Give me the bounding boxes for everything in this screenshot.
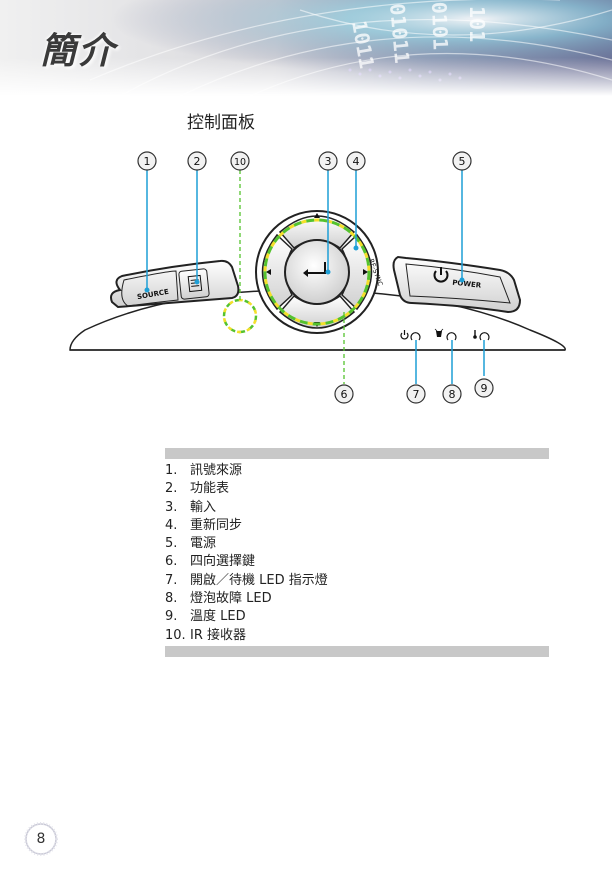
- thermometer-icon: [473, 330, 477, 339]
- callout-badge-8: 8: [442, 384, 462, 404]
- control-panel-diagram: SOURCE RE-SYNC: [69, 151, 566, 404]
- callout-number: 2: [194, 155, 201, 168]
- legend-number: 1.: [165, 463, 178, 478]
- power-standby-led: [400, 330, 421, 341]
- legend-number: 4.: [165, 517, 178, 533]
- up-arrow-icon: [314, 213, 320, 218]
- callout-number: 6: [341, 388, 348, 401]
- callout-badge-7: 7: [406, 384, 426, 404]
- legend-item: 9. 溫度 LED: [165, 608, 328, 626]
- legend-item: 3. 輸入: [165, 499, 328, 517]
- legend-text: 電源: [190, 536, 217, 552]
- legend-item: 10.IR 接收器: [165, 627, 328, 645]
- legend-item: 1. 訊號來源: [165, 462, 328, 480]
- callout-badge-2: 2: [187, 151, 207, 171]
- callout-badge-10: 10: [230, 151, 250, 171]
- callout-number: 10: [234, 157, 246, 168]
- legend-text: 訊號來源: [190, 463, 243, 478]
- legend-number: 5.: [165, 536, 178, 552]
- callout-lines: [146, 170, 485, 384]
- callout-badge-1: 1: [137, 151, 157, 171]
- callout-number: 7: [413, 388, 420, 401]
- legend-text: 功能表: [190, 481, 230, 497]
- callout-dashed-lines: [239, 170, 345, 384]
- callout-number: 4: [353, 155, 360, 168]
- banner-graphic: 1011 01011 0101 101: [0, 0, 612, 96]
- legend-text: 溫度 LED: [190, 609, 246, 625]
- legend-text: 四向選擇鍵: [190, 554, 256, 570]
- legend-text: 開啟／待機 LED 指示燈: [190, 572, 328, 588]
- page-number-badge: 8: [24, 822, 58, 856]
- legend-text: 燈泡故障 LED: [190, 591, 272, 607]
- legend-number: 9.: [165, 609, 178, 625]
- callout-number: 3: [325, 155, 332, 168]
- callout-badges: 1 2 10 3 4 5 6 7: [137, 151, 494, 404]
- legend-item: 7. 開啟／待機 LED 指示燈: [165, 572, 328, 590]
- legend-item: 8. 燈泡故障 LED: [165, 590, 328, 608]
- menu-button[interactable]: [178, 268, 210, 300]
- lamp-icon: [434, 328, 444, 337]
- lamp-led: [434, 328, 457, 341]
- callout-badge-5: 5: [452, 151, 472, 171]
- callout-number: 5: [459, 155, 466, 168]
- callout-number: 1: [144, 155, 151, 168]
- legend-item: 4. 重新同步: [165, 517, 328, 535]
- enter-icon: [303, 262, 326, 277]
- power-icon: [433, 267, 449, 283]
- legend-item: 2. 功能表: [165, 480, 328, 498]
- legend-item: 5. 電源: [165, 535, 328, 553]
- legend-number: 7.: [165, 572, 178, 588]
- legend-text: 輸入: [190, 499, 217, 515]
- legend-item: 6. 四向選擇鍵: [165, 553, 328, 571]
- callout-badge-9: 9: [474, 378, 494, 398]
- callout-badge-6: 6: [334, 384, 354, 404]
- callout-badge-3: 3: [318, 151, 338, 171]
- callout-badge-4: 4: [346, 151, 366, 171]
- temperature-led: [473, 330, 490, 341]
- legend-number: 10.: [165, 627, 186, 643]
- callout-number: 8: [449, 388, 456, 401]
- legend-number: 2.: [165, 481, 178, 497]
- page-number-circle: [24, 822, 58, 856]
- legend-text: IR 接收器: [190, 627, 246, 643]
- four-direction-keypad: RE-SYNC: [255, 210, 385, 334]
- left-arrow-icon: [266, 269, 271, 275]
- legend-number: 8.: [165, 591, 178, 607]
- page-number: 8: [36, 831, 46, 847]
- callout-number: 9: [481, 382, 488, 395]
- legend-number: 6.: [165, 554, 178, 570]
- right-arrow-icon: [363, 269, 368, 275]
- legend-number: 3.: [165, 499, 178, 515]
- legend-list: 1. 訊號來源 2. 功能表 3. 輸入 4. 重新同步 5. 電源 6. 四向選擇鍵 7.…: [165, 462, 328, 645]
- power-button[interactable]: POWER: [392, 255, 522, 314]
- chapter-title: 簡介: [40, 30, 117, 72]
- header-banner: 1011 01011 0101 101 簡介: [0, 0, 612, 96]
- legend-top-bar: [165, 448, 549, 459]
- legend-text: 重新同步: [190, 517, 243, 533]
- legend-bottom-bar: [165, 646, 549, 657]
- power-symbol-icon: [400, 330, 409, 340]
- power-button-label: POWER: [452, 279, 482, 290]
- section-title: 控制面板: [187, 113, 255, 133]
